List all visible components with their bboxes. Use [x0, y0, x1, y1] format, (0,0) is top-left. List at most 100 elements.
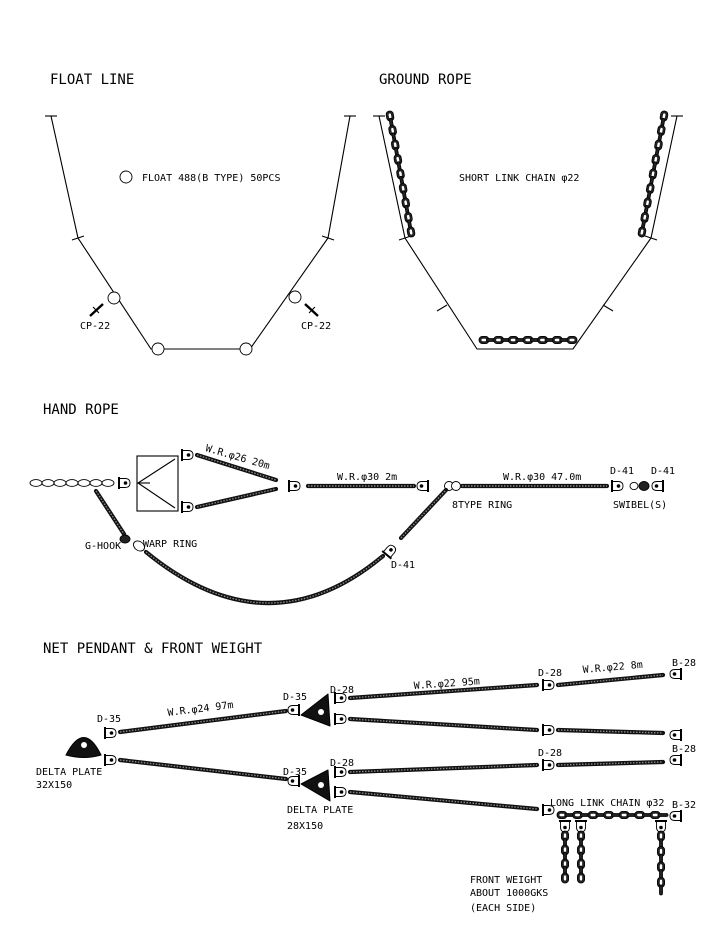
wr24-label: W.R.φ24 97m: [167, 700, 234, 719]
swivel-icon: [629, 481, 650, 491]
wire-rope: [347, 762, 540, 775]
short-link-chain: [637, 110, 669, 238]
shackle-icon: [288, 480, 301, 492]
shackle-icon: [334, 786, 347, 798]
float-line-heading: FLOAT LINE: [50, 72, 134, 88]
eight-type-ring-label: 8TYPE RING: [452, 500, 512, 511]
shackle-icon: [542, 804, 555, 816]
float-icon: [151, 342, 165, 356]
g-hook-label: G-HOOK: [85, 541, 121, 552]
delta-plate-icon: [300, 769, 331, 802]
shackle-icon: [669, 729, 682, 741]
wire-rope: [555, 727, 666, 736]
long-link-chain-label: LONG LINK CHAIN φ32: [550, 798, 664, 809]
shackle-icon: [118, 477, 131, 489]
float-legend-icon: [119, 170, 133, 184]
shackle-icon: [181, 449, 194, 461]
d28-label: D-28: [538, 748, 562, 759]
front-weight-note: (EACH SIDE): [470, 903, 536, 914]
tick-mark: [71, 235, 85, 241]
cp-left-label: CP-22: [80, 321, 110, 332]
d41-label: D-41: [610, 466, 634, 477]
tick-mark: [436, 304, 448, 312]
shackle-icon: [287, 775, 300, 787]
d41-label: D-41: [391, 560, 415, 571]
wire-rope: [398, 487, 449, 541]
float-line-rope: [50, 115, 351, 350]
ground-rope-line: [378, 115, 678, 350]
shackle-icon: [542, 724, 555, 736]
wire-rope: [347, 682, 540, 701]
d35-label: D-35: [283, 692, 307, 703]
wr22-95m-label: W.R.φ22 95m: [413, 676, 480, 692]
shackle-icon: [334, 766, 347, 778]
d41-label: D-41: [651, 466, 675, 477]
net-pendant-heading: NET PENDANT & FRONT WEIGHT: [43, 641, 263, 657]
shackle-icon: [651, 480, 664, 492]
shackle-icon: [381, 544, 397, 560]
delta-plate-label: DELTA PLATE: [287, 805, 353, 816]
cp-connector-icon: [304, 303, 319, 317]
front-weight-amount: ABOUT 1000GKS: [470, 888, 548, 899]
hand-rope-drawing: [29, 449, 664, 606]
hand-rope-heading: HAND ROPE: [43, 402, 119, 418]
shackle-icon: [416, 480, 429, 492]
d35-label: D-35: [97, 714, 121, 725]
wire-rope: [194, 486, 279, 510]
float-icon: [288, 290, 302, 304]
ground-rope-heading: GROUND ROPE: [379, 72, 472, 88]
short-link-chain-label: SHORT LINK CHAIN φ22: [459, 173, 579, 184]
b28-label: B-28: [672, 658, 696, 669]
delta-plate-size: 28X150: [287, 821, 323, 832]
b28-label: B-28: [672, 744, 696, 755]
short-link-chain: [478, 336, 578, 344]
long-link-chain: [556, 811, 669, 819]
wire-rope: [347, 789, 540, 812]
wr30-47m-label: W.R.φ30 47.0m: [503, 472, 581, 483]
shackle-icon: [287, 704, 300, 716]
wire-rope: [555, 672, 666, 688]
tick-mark: [321, 235, 335, 241]
ground-rope-drawing: [373, 110, 683, 350]
wr22-8m-label: W.R.φ22 8m: [582, 660, 643, 676]
warp-ring-icon: [132, 540, 146, 552]
warp-ring-label: WARP RING: [143, 539, 197, 550]
shackle-icon: [669, 810, 682, 822]
shackle-icon: [104, 754, 117, 766]
b32-label: B-32: [672, 800, 696, 811]
d28-label: D-28: [330, 758, 354, 769]
shackle-icon: [669, 754, 682, 766]
delta-plate-icon: [65, 737, 102, 758]
float-icon: [239, 342, 253, 356]
front-weight-chain: [657, 830, 665, 896]
float-label: FLOAT 488(B TYPE) 50PCS: [142, 173, 280, 184]
wire-rope: [347, 716, 540, 733]
wire-rope: [93, 488, 127, 537]
front-weight-chain: [577, 830, 585, 884]
wire-rope: [117, 708, 289, 735]
float-line-drawing: [45, 115, 356, 356]
cp-connector-icon: [89, 303, 104, 317]
shackle-icon: [542, 759, 555, 771]
delta-plate-size: 32X150: [36, 780, 72, 791]
net-pendant-drawing: [65, 668, 682, 896]
shackle-icon: [542, 679, 555, 691]
shackle-icon: [655, 820, 667, 833]
cp-right-label: CP-22: [301, 321, 331, 332]
front-weight-chain: [561, 830, 569, 884]
tick-mark: [602, 304, 614, 312]
delta-plate-label: DELTA PLATE: [36, 767, 102, 778]
shackle-icon: [611, 480, 624, 492]
shackle-icon: [559, 820, 571, 833]
g-hook-icon: [119, 534, 131, 544]
front-weight-label: FRONT WEIGHT: [470, 875, 542, 886]
shackle-icon: [334, 713, 347, 725]
wire-rope: [117, 757, 289, 782]
wr30-2m-label: W.R.φ30 2m: [337, 472, 397, 483]
bridle-box: [136, 455, 179, 512]
shackle-icon: [575, 820, 587, 833]
d28-label: D-28: [538, 668, 562, 679]
eight-type-ring-icon: [451, 481, 461, 491]
shackle-icon: [104, 727, 117, 739]
